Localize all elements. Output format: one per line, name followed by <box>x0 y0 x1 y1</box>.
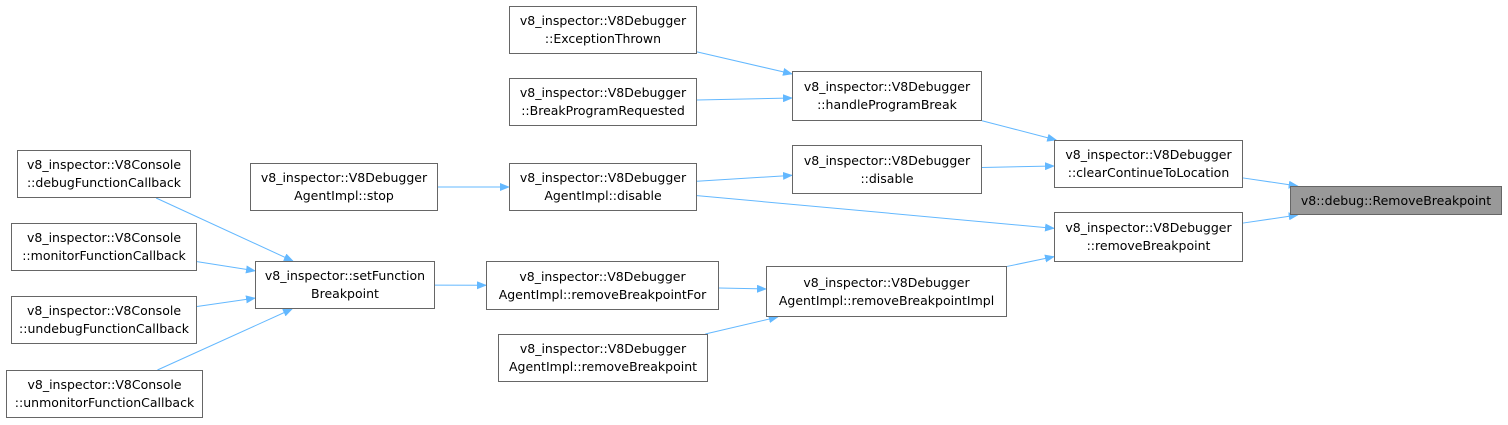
node-line-1: v8_inspector::V8Debugger <box>1065 147 1232 162</box>
node-break-program-requested[interactable]: v8_inspector::V8Debugger ::BreakProgramR… <box>509 78 697 126</box>
node-line-1: v8_inspector::V8Console <box>26 303 182 318</box>
node-line-2: Breakpoint <box>311 286 379 301</box>
edge-dis-to-cctl <box>981 162 1055 171</box>
node-line-2: ::handleProgramBreak <box>817 97 957 112</box>
node-line-2: AgentImpl::disable <box>544 188 662 203</box>
node-line-2: ::debugFunctionCallback <box>26 175 182 190</box>
node-handle-program-break[interactable]: v8_inspector::V8Debugger ::handleProgram… <box>792 71 982 121</box>
node-remove-breakpoint-impl[interactable]: v8_inspector::V8Debugger AgentImpl::remo… <box>766 266 1007 317</box>
node-line-1: v8_inspector::setFunction <box>264 268 426 283</box>
node-line-1: v8_inspector::V8Debugger <box>260 170 428 185</box>
node-line-2: ::BreakProgramRequested <box>521 103 685 118</box>
edge-adis-to-rb <box>696 195 1055 232</box>
node-unmonitor-function-callback[interactable]: v8_inspector::V8Console ::unmonitorFunct… <box>6 370 203 418</box>
node-debug-function-callback[interactable]: v8_inspector::V8Console ::debugFunctionC… <box>17 150 191 198</box>
edge-bpr-to-hpb <box>696 94 793 103</box>
node-agent-stop[interactable]: v8_inspector::V8Debugger AgentImpl::stop <box>250 163 438 211</box>
node-line-1: v8_inspector::V8Debugger <box>519 85 687 100</box>
node-exception-thrown[interactable]: v8_inspector::V8Debugger ::ExceptionThro… <box>509 6 697 54</box>
node-line-2: ::clearContinueToLocation <box>1067 165 1230 180</box>
node-line-2: ::unmonitorFunctionCallback <box>14 395 195 410</box>
node-line-2: ::disable <box>860 170 914 186</box>
node-line-2: ::removeBreakpoint <box>1086 238 1211 253</box>
node-undebug-function-callback[interactable]: v8_inspector::V8Console ::undebugFunctio… <box>11 296 197 344</box>
node-line-1: v8_inspector::V8Console <box>26 230 182 245</box>
edge-arb-to-rbi <box>705 315 779 335</box>
node-root-remove-breakpoint[interactable]: v8::debug::RemoveBreakpoint <box>1290 186 1502 215</box>
edge-adis-to-dis <box>696 171 793 182</box>
node-line-2: ::undebugFunctionCallback <box>19 321 189 336</box>
node-line-1: v8_inspector::V8Debugger <box>519 170 687 185</box>
node-line-1: v8_inspector::V8Console <box>26 157 182 172</box>
node-line-1: v8::debug::RemoveBreakpoint <box>1300 192 1492 208</box>
node-line-2: AgentImpl::stop <box>294 188 394 203</box>
node-line-1: v8_inspector::V8Debugger <box>1065 220 1232 235</box>
node-line-2: AgentImpl::removeBreakpoint <box>508 359 698 374</box>
node-agent-remove-breakpoint[interactable]: v8_inspector::V8Debugger AgentImpl::remo… <box>498 334 708 382</box>
edge-exc-to-hpb <box>696 51 793 76</box>
node-remove-breakpoint-for[interactable]: v8_inspector::V8Debugger AgentImpl::remo… <box>486 261 719 310</box>
edge-undbg-to-sfb <box>196 295 256 307</box>
node-line-2: AgentImpl::removeBreakpointFor <box>498 286 707 302</box>
edge-rbf-to-rbi <box>718 284 767 293</box>
edge-hpb-to-cctl <box>981 120 1058 142</box>
node-line-1: v8_inspector::V8Debugger <box>803 79 971 94</box>
node-debugger-disable[interactable]: v8_inspector::V8Debugger ::disable <box>792 145 982 194</box>
node-line-1: v8_inspector::V8Debugger <box>519 268 686 284</box>
edge-dbg-to-sfb <box>155 197 294 262</box>
node-clear-continue-to-location[interactable]: v8_inspector::V8Debugger ::clearContinue… <box>1054 140 1243 188</box>
node-line-1: v8_inspector::V8Debugger <box>519 341 687 356</box>
edge-rbi-to-rb <box>1006 254 1055 267</box>
node-line-1: v8_inspector::V8Debugger <box>519 13 687 28</box>
node-line-2: AgentImpl::removeBreakpointImpl <box>778 292 995 308</box>
node-line-1: v8_inspector::V8Debugger <box>803 152 971 168</box>
edge-mon-to-sfb <box>196 261 256 274</box>
node-debugger-remove-breakpoint[interactable]: v8_inspector::V8Debugger ::removeBreakpo… <box>1054 212 1243 262</box>
edge-cctl-to-root <box>1242 177 1299 189</box>
edge-unmon-to-sfb <box>157 308 293 371</box>
node-line-2: ::monitorFunctionCallback <box>22 248 186 263</box>
node-line-1: v8_inspector::V8Debugger <box>803 274 970 290</box>
node-line-1: v8_inspector::V8Console <box>27 377 182 392</box>
node-monitor-function-callback[interactable]: v8_inspector::V8Console ::monitorFunctio… <box>11 223 197 271</box>
node-agent-disable[interactable]: v8_inspector::V8Debugger AgentImpl::disa… <box>509 163 697 211</box>
node-line-2: ::ExceptionThrown <box>544 31 662 46</box>
edge-rb-to-root <box>1242 212 1299 224</box>
node-set-function-breakpoint[interactable]: v8_inspector::setFunction Breakpoint <box>255 261 435 309</box>
